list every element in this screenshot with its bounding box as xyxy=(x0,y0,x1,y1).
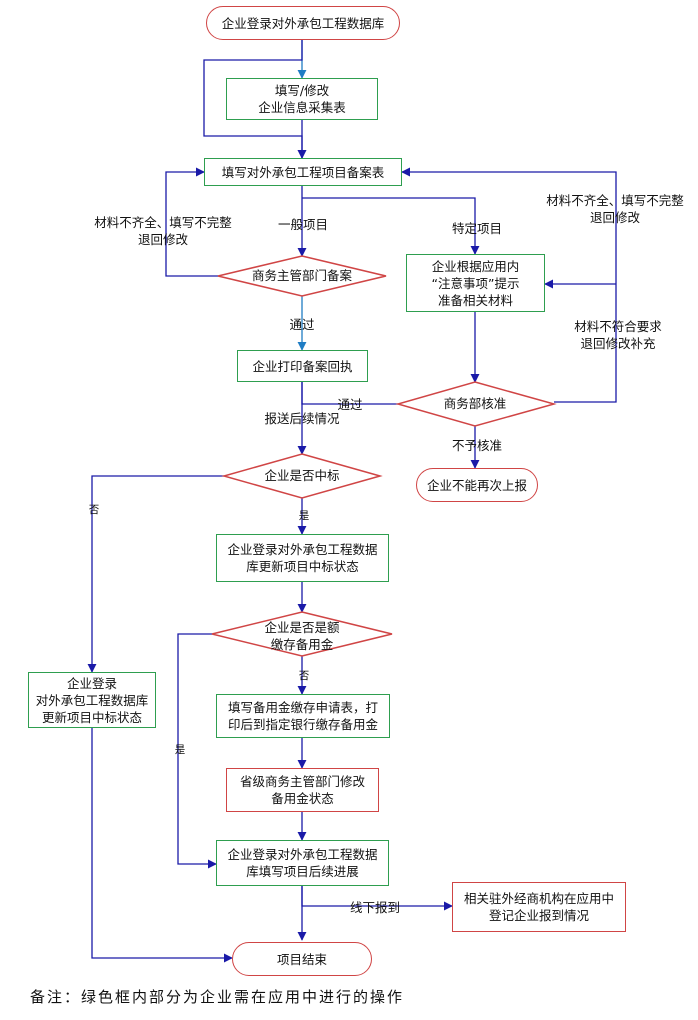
label-incomplete-left: 材料不齐全、填写不完整 退回修改 xyxy=(94,215,232,247)
footnote: 备注：绿色框内部分为企业需在应用中进行的操作 xyxy=(30,988,405,1006)
label-special-project: 特定项目 xyxy=(451,221,502,236)
label-not-approved: 不予核准 xyxy=(451,438,502,453)
fill-record-box: 填写对外承包工程项目备案表 xyxy=(204,158,402,186)
edge-bid-no-left xyxy=(87,475,224,673)
follow-notes-box: 企业根据应用内 “注意事项”提示 准备相关材料 xyxy=(406,254,545,312)
label-bid-no: 否 xyxy=(88,504,100,516)
label-offline-report: 线下报到 xyxy=(349,900,400,915)
decision-ministry-review-label: 商务部核准 xyxy=(444,396,507,411)
label-bid-yes: 是 xyxy=(298,510,310,522)
not-allowed-terminal: 企业不能再次上报 xyxy=(416,468,538,502)
provincial-modify-box: 省级商务主管部门修改 备用金状态 xyxy=(226,768,379,812)
edge-record-to-notes xyxy=(302,197,480,255)
label-passed-ministry: 通过 xyxy=(337,397,363,412)
label-incomplete-right: 材料不齐全、填写不完整 退回修改 xyxy=(546,193,684,225)
label-passed: 通过 xyxy=(289,317,315,332)
label-deposit-no: 否 xyxy=(298,670,310,682)
decision-ministry-review xyxy=(395,381,557,427)
decision-local-review xyxy=(217,255,387,297)
fill-progress-box: 企业登录对外承包工程数据 库填写项目后续进展 xyxy=(216,840,389,886)
decision-deposit-exempt-label: 企业是否是额 缴存备用金 xyxy=(264,620,340,652)
fill-info-box: 填写/修改 企业信息采集表 xyxy=(226,78,378,120)
edge-left-to-end xyxy=(91,728,233,963)
decision-local-review-label: 商务主管部门备案 xyxy=(252,268,353,283)
update-status-box: 企业登录对外承包工程数据 库更新项目中标状态 xyxy=(216,534,389,582)
label-general-project: 一般项目 xyxy=(277,217,328,232)
decision-deposit-exempt xyxy=(211,611,393,657)
label-nonconforming: 材料不符合要求 退回修改补充 xyxy=(574,319,662,351)
label-deposit-yes: 是 xyxy=(174,744,186,756)
edge-local-review-return xyxy=(165,167,218,277)
end-terminal: 项目结束 xyxy=(232,942,372,976)
register-report-box: 相关驻外经商机构在应用中 登记企业报到情况 xyxy=(452,882,626,932)
fill-deposit-box: 填写备用金缴存申请表，打 印后到指定银行缴存备用金 xyxy=(216,694,390,738)
start-terminal: 企业登录对外承包工程数据库 xyxy=(206,6,400,40)
update-status-left-box: 企业登录 对外承包工程数据库 更新项目中标状态 xyxy=(28,672,156,728)
print-receipt-box: 企业打印备案回执 xyxy=(237,350,368,382)
edge-deposit-yes xyxy=(177,633,217,869)
decision-won-bid xyxy=(221,453,383,499)
label-report-follow-up: 报送后续情况 xyxy=(264,411,340,426)
edge-ministry-return xyxy=(401,167,617,403)
decision-won-bid-label: 企业是否中标 xyxy=(264,468,339,483)
